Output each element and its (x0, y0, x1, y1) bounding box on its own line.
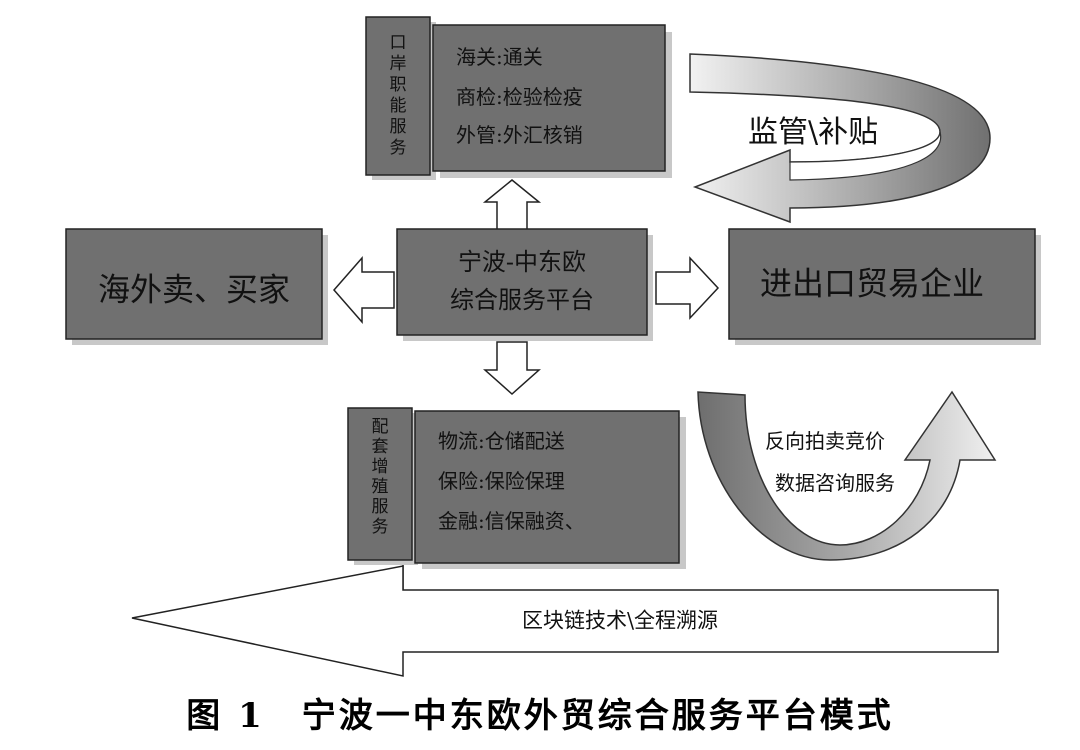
value-added-item: 金融:信保融资、 (438, 509, 585, 533)
blockchain-arrow: 区块链技术\全程溯源 (131, 565, 999, 677)
overseas-group: 海外卖、买家 (65, 228, 328, 345)
value-added-side-box (347, 407, 413, 561)
platform-group: 宁波-中东欧 综合服务平台 (396, 228, 653, 341)
auction-arrow-label-line2: 数据咨询服务 (775, 471, 895, 495)
down-arrow-icon (483, 341, 541, 396)
enterprises-box (728, 228, 1036, 340)
value-added-group: 配套增殖服务 物流:仓储配送 保险:保险保理 金融:信保融资、 (347, 407, 686, 569)
figure-caption: 图 1 宁波一中东欧外贸综合服务平台模式 (186, 696, 894, 736)
auction-arrow-label-line1: 反向拍卖竞价 (765, 429, 885, 453)
port-service-item: 外管:外汇核销 (456, 123, 583, 147)
regulation-arrow-label: 监管\补贴 (748, 115, 878, 150)
curved-up-arrow-icon (697, 390, 997, 561)
platform-title-line1: 宁波-中东欧 (458, 248, 586, 276)
value-added-box (414, 410, 680, 564)
enterprises-group: 进出口贸易企业 (728, 228, 1041, 345)
platform-title-line2: 综合服务平台 (450, 286, 594, 314)
value-added-item: 物流:仓储配送 (438, 429, 565, 453)
overseas-box (65, 228, 323, 340)
overseas-label: 海外卖、买家 (98, 271, 290, 309)
blockchain-arrow-label: 区块链技术\全程溯源 (522, 609, 718, 633)
port-service-item: 商检:检验检疫 (456, 85, 583, 109)
curved-arrow-icon (689, 53, 991, 224)
right-arrow-icon (655, 256, 720, 320)
port-services-side-label: 口岸职能服务 (390, 33, 407, 158)
port-services-box (432, 24, 666, 172)
left-arrow-icon (333, 256, 395, 324)
auction-arrow: 反向拍卖竞价 数据咨询服务 (697, 390, 997, 561)
port-service-item: 海关:通关 (456, 45, 543, 69)
enterprises-label: 进出口贸易企业 (760, 265, 984, 303)
platform-box (396, 228, 648, 336)
port-services-group: 口岸职能服务 海关:通关 商检:检验检疫 外管:外汇核销 (365, 16, 672, 180)
long-left-arrow-icon (131, 565, 999, 677)
value-added-side-label: 配套增殖服务 (372, 417, 389, 537)
value-added-item: 保险:保险保理 (438, 469, 565, 493)
up-arrow-icon (482, 179, 542, 231)
regulation-arrow: 监管\补贴 (689, 53, 991, 224)
port-services-side-box (365, 16, 431, 176)
